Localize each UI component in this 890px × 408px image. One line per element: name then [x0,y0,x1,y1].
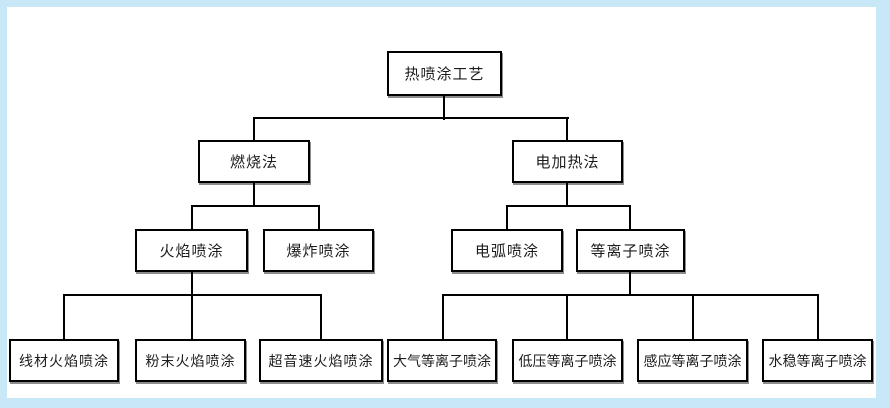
node-combustion-method: 燃烧法 [198,140,310,183]
connector-line [817,294,819,339]
node-plasma-spraying: 等离子喷涂 [576,229,685,272]
connector-line [566,294,568,339]
connector-line [63,294,65,339]
node-induction-plasma-spraying: 感应等离子喷涂 [637,339,748,382]
node-atmospheric-plasma-spraying: 大气等离子喷涂 [387,339,497,382]
node-flame-spraying: 火焰喷涂 [135,229,248,272]
connector-line [442,294,444,339]
connector-line [566,117,568,140]
connector-line [442,294,819,296]
connector-line [629,205,631,229]
node-low-pressure-plasma-spraying: 低压等离子喷涂 [512,339,623,382]
connector-line [566,183,568,207]
connector-line [191,205,193,229]
node-electric-heating-method: 电加热法 [512,140,623,183]
node-thermal-spray-process: 热喷涂工艺 [387,51,502,96]
node-supersonic-flame-spraying: 超音速火焰喷涂 [259,339,383,382]
connector-line [506,205,508,229]
connector-line [253,117,569,119]
connector-line [318,205,320,229]
connector-line [253,117,255,140]
node-wire-flame-spraying: 线材火焰喷涂 [9,339,119,382]
connector-line [191,205,320,207]
connector-line [320,294,322,339]
connector-line [253,183,255,207]
node-powder-flame-spraying: 粉末火焰喷涂 [135,339,246,382]
node-detonation-spraying: 爆炸喷涂 [263,229,374,272]
connector-line [191,294,193,339]
connector-line [506,205,631,207]
connector-line [629,272,631,296]
node-arc-spraying: 电弧喷涂 [451,229,563,272]
connector-line [191,272,193,296]
connector-line [692,294,694,339]
connector-line [443,96,445,120]
node-water-stabilized-plasma-spraying: 水稳等离子喷涂 [762,339,873,382]
